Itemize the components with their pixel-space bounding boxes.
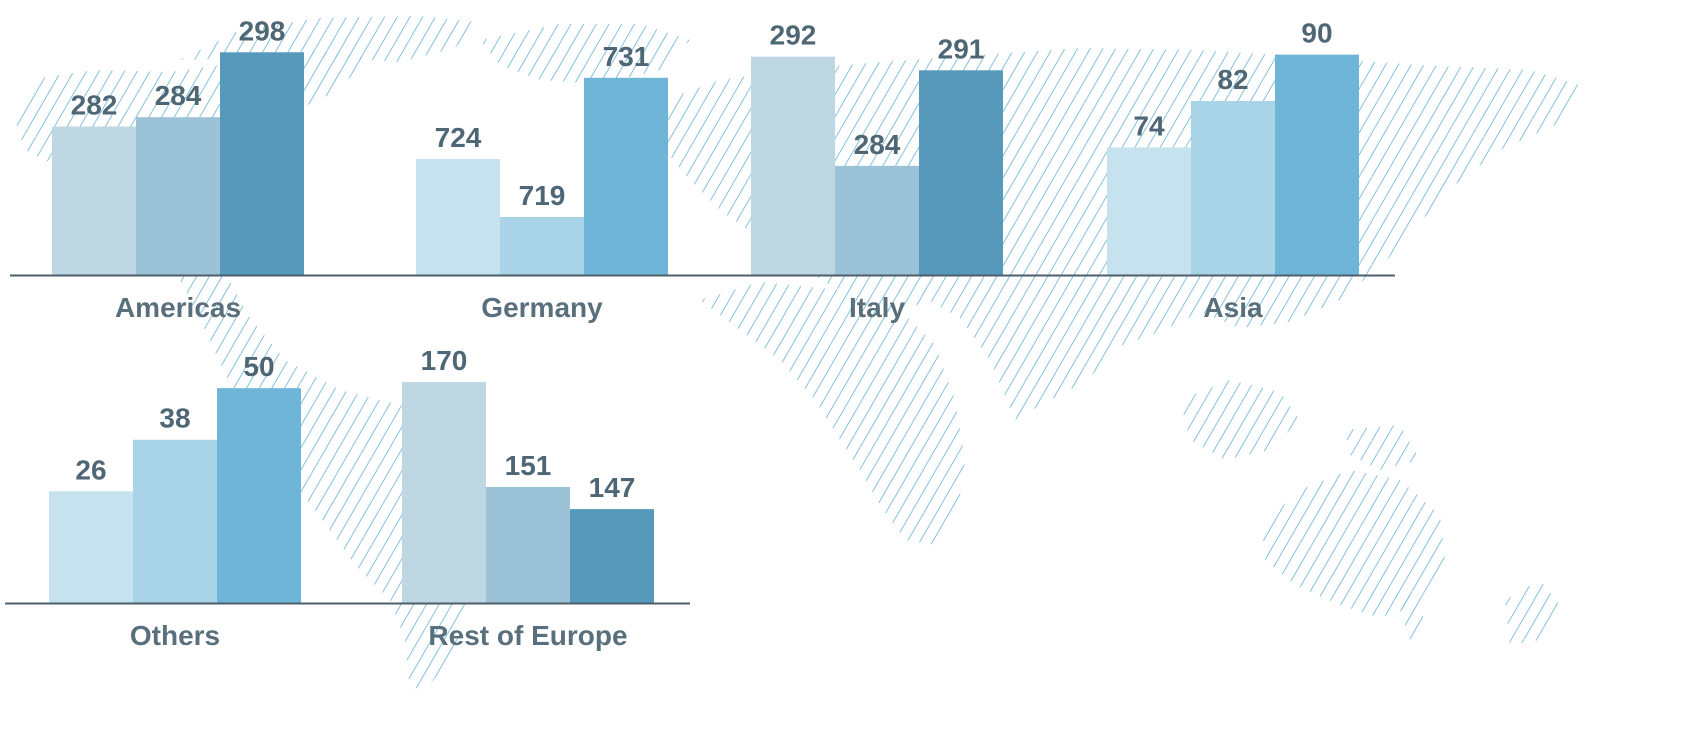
bar — [217, 388, 301, 603]
bar — [1275, 54, 1359, 275]
data-label: 284 — [155, 80, 202, 111]
category-label: Rest of Europe — [428, 620, 627, 651]
bar — [402, 382, 486, 603]
bar — [570, 509, 654, 603]
data-label: 731 — [603, 41, 650, 72]
map-region-2 — [480, 24, 690, 84]
bar — [835, 165, 919, 275]
data-label: 26 — [75, 454, 106, 485]
data-label: 151 — [505, 450, 552, 481]
map-region-4 — [700, 282, 965, 545]
map-region-8 — [1505, 580, 1560, 645]
bar — [133, 439, 217, 603]
data-label: 170 — [421, 345, 468, 376]
bar — [49, 491, 133, 603]
bar — [136, 117, 220, 276]
data-label: 292 — [770, 20, 817, 51]
data-label: 82 — [1217, 64, 1248, 95]
category-label: Italy — [849, 292, 905, 323]
bar — [1191, 101, 1275, 275]
bar — [751, 56, 835, 275]
map-region-7 — [1262, 470, 1445, 618]
data-label: 291 — [938, 33, 985, 64]
data-label: 284 — [854, 129, 901, 160]
map-region-6 — [1345, 425, 1420, 470]
data-label: 38 — [159, 403, 190, 434]
map-region-1 — [180, 16, 480, 62]
data-label: 298 — [239, 15, 286, 46]
data-label: 719 — [519, 180, 566, 211]
data-label: 90 — [1301, 18, 1332, 49]
category-label: Germany — [481, 292, 603, 323]
bar — [52, 126, 136, 276]
bar — [486, 487, 570, 603]
category-label: Others — [130, 620, 220, 651]
map-region-5 — [1180, 380, 1300, 460]
data-label: 74 — [1133, 110, 1165, 141]
bar — [500, 217, 584, 275]
bar — [584, 77, 668, 275]
bar — [220, 52, 304, 275]
category-label: Americas — [115, 292, 241, 323]
data-label: 282 — [71, 90, 118, 121]
data-label: 50 — [243, 351, 274, 382]
data-label: 724 — [435, 122, 482, 153]
bar — [416, 159, 500, 275]
map-region-9 — [1395, 595, 1425, 640]
data-label: 147 — [589, 472, 636, 503]
category-label: Asia — [1203, 292, 1263, 323]
bar — [919, 70, 1003, 275]
bar — [1107, 147, 1191, 275]
